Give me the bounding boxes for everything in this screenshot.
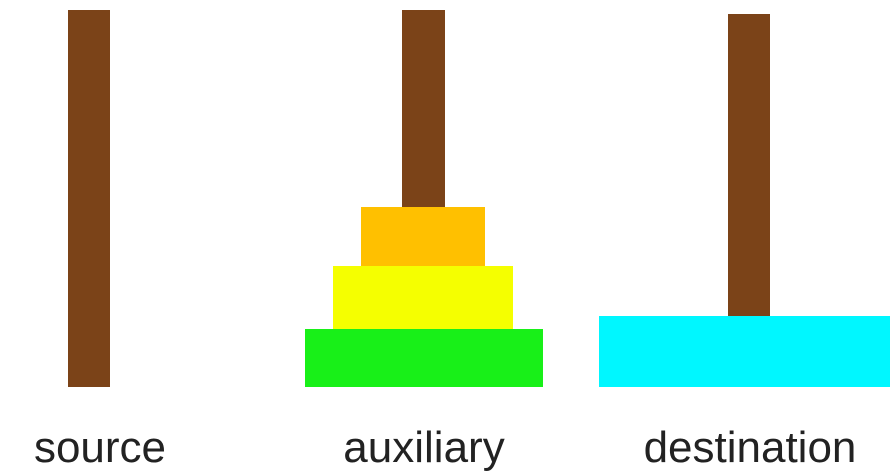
- auxiliary-medium-disk: [333, 266, 513, 330]
- auxiliary-label: auxiliary: [343, 423, 505, 472]
- auxiliary-large-disk: [305, 329, 543, 387]
- destination-largest-disk: [599, 316, 890, 387]
- destination-label: destination: [643, 423, 857, 472]
- auxiliary-rod: [402, 10, 445, 210]
- source-rod: [68, 10, 110, 387]
- source-label: source: [33, 423, 167, 472]
- destination-rod: [728, 14, 770, 319]
- auxiliary-small-disk: [361, 207, 485, 269]
